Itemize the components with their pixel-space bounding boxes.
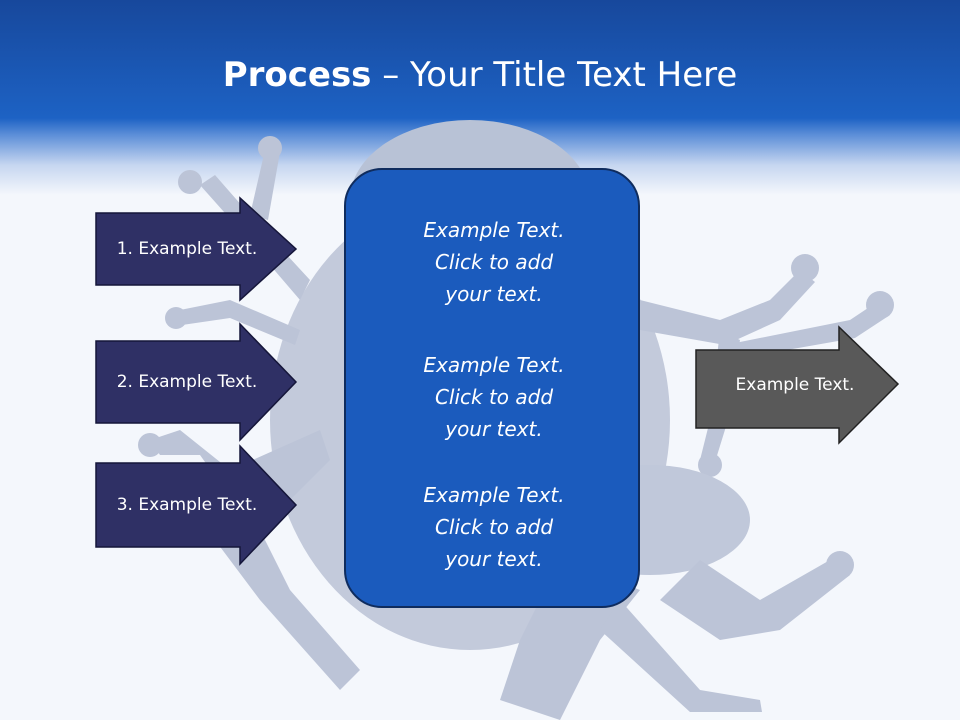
block-line: your text. xyxy=(445,282,543,306)
center-text-block-1: Example Text. Click to add your text. xyxy=(346,214,642,310)
left-arrow-1[interactable]: 1. Example Text. xyxy=(95,196,298,302)
title-rest-text: – Your Title Text Here xyxy=(371,55,738,95)
block-line: Example Text. xyxy=(423,483,565,507)
block-line: Click to add xyxy=(434,515,554,539)
right-arrow[interactable]: Example Text. xyxy=(695,325,900,445)
right-arrow-label: Example Text. xyxy=(735,375,855,395)
block-line: your text. xyxy=(445,417,543,441)
left-arrow-2[interactable]: 2. Example Text. xyxy=(95,322,298,442)
arrow-shape xyxy=(95,444,298,566)
block-line: Click to add xyxy=(434,250,554,274)
block-line: Example Text. xyxy=(423,218,565,242)
arrow-shape xyxy=(95,196,298,302)
left-arrow-3[interactable]: 3. Example Text. xyxy=(95,444,298,566)
center-text-box[interactable]: Example Text. Click to add your text. Ex… xyxy=(344,168,640,608)
left-arrow-label: 1. Example Text. xyxy=(116,239,258,259)
left-arrow-label: 2. Example Text. xyxy=(116,372,258,392)
slide-title: Process – Your Title Text Here xyxy=(0,52,960,98)
arrow-shape xyxy=(95,322,298,442)
block-line: your text. xyxy=(445,547,543,571)
block-line: Example Text. xyxy=(423,353,565,377)
left-arrow-label: 3. Example Text. xyxy=(116,495,258,515)
block-line: Click to add xyxy=(434,385,554,409)
center-text-block-3: Example Text. Click to add your text. xyxy=(346,479,642,575)
arrow-shape xyxy=(695,325,900,445)
title-bold-text: Process xyxy=(222,55,372,95)
center-text-block-2: Example Text. Click to add your text. xyxy=(346,349,642,445)
